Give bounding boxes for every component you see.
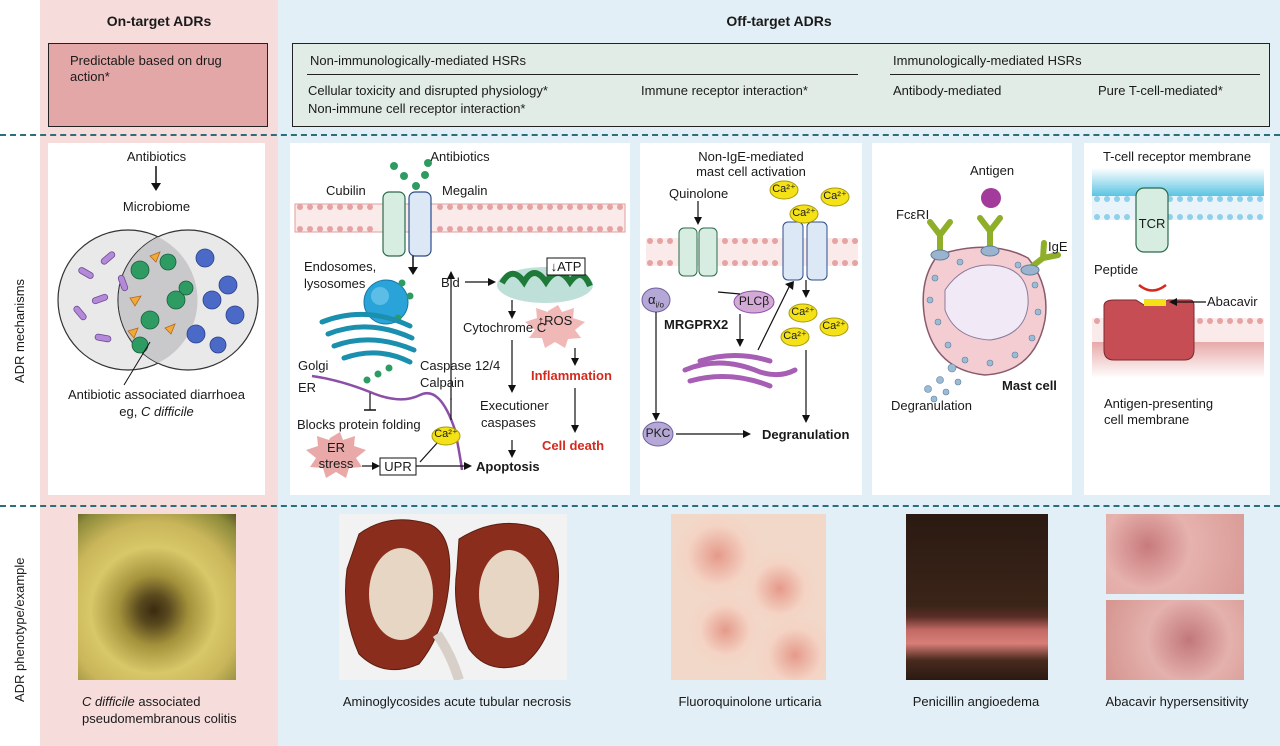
t-cell-mediated: Pure T-cell-mediated* [1098,83,1223,98]
kidneys-drawing [345,519,560,680]
p5-abacavir: Abacavir [1207,294,1258,309]
p3-alpha-symbol: α [648,292,656,307]
immuno-rule [890,74,1260,75]
p3-ca-6: Ca²⁺ [783,330,807,342]
caption-colitis-rest: associated [134,694,201,709]
caption-colitis-line2: pseudomembranous colitis [82,710,237,726]
p3-alpha-sub: i/o [655,300,664,310]
caption-hypersensitivity: Abacavir hypersensitivity [1105,694,1249,709]
p4-mast-cell: Mast cell [1002,378,1057,393]
photo-hypersensitivity-bottom [1106,600,1244,680]
p1-caption-line2: eg, C difficile [48,404,265,420]
immune-receptor: Immune receptor interaction* [641,83,808,98]
p2-ca: Ca²⁺ [434,428,458,440]
p3-mrgprx2: MRGPRX2 [664,317,729,332]
photo-angioedema [906,514,1048,680]
separator-bottom [0,505,1280,507]
p2-cubilin: Cubilin [326,183,366,198]
p2-lysosomes: lysosomes [304,276,366,291]
p2-er: ER [298,380,317,395]
p3-plcb: PLCβ [738,294,770,308]
p3-title-1: Non-IgE-mediated [698,149,804,164]
on-target-box-text: Predictable based on drug action* [70,53,222,85]
p3-degranulation: Degranulation [762,427,850,442]
separator-top [0,134,1280,136]
caption-urticaria: Fluoroquinolone urticaria [678,694,822,709]
p3-quinolone: Quinolone [669,186,729,201]
p2-megalin: Megalin [442,183,488,198]
on-target-header: On-target ADRs [106,13,212,29]
off-target-header: Off-target ADRs [726,13,832,29]
caption-colitis: C difficile associated pseudomembranous … [48,694,265,728]
caption-angioedema: Penicillin angioedema [912,694,1040,709]
p4-antigen: Antigen [969,163,1015,178]
p2-caspases: caspases [481,415,536,430]
p4-degranulation: Degranulation [891,398,972,413]
p3-ca-2: Ca²⁺ [823,190,847,202]
antibody-mediated: Antibody-mediated [893,83,1002,98]
p2-er-stress-1: ER [326,440,346,455]
p5-tcr: TCR [1138,216,1166,231]
photo-kidneys [339,514,567,680]
p5-apc-1: Antigen-presenting [1104,396,1214,411]
p3-title-2: mast cell activation [696,164,806,179]
p3-pkc: PKC [645,426,671,440]
caption-kidneys: Aminoglycosides acute tubular necrosis [342,694,572,709]
p3-ca-4: Ca²⁺ [791,306,815,318]
p2-apoptosis: Apoptosis [476,459,540,474]
p3-ca-5: Ca²⁺ [822,320,846,332]
immuno-title: Immunologically-mediated HSRs [893,53,1082,68]
photo-urticaria [671,514,826,680]
p2-golgi: Golgi [298,358,329,373]
photo-colitis [78,514,236,680]
non-immune-receptor: Non-immune cell receptor interaction* [308,101,526,116]
p2-atp: ↓ATP [550,259,582,274]
photo-hypersensitivity-top [1106,514,1244,594]
p2-executioner: Executioner [480,398,549,413]
p1-microbiome: Microbiome [122,199,191,214]
p2-cytochrome: Cytochrome C [463,320,547,335]
left-rule [0,0,40,746]
p2-antibiotics: Antibiotics [430,149,490,164]
p2-ros: ↑ROS [537,313,573,328]
p2-upr: UPR [384,459,412,474]
p4-fceri: FcεRI [896,207,930,222]
p2-inflammation: Inflammation [531,368,612,383]
p2-caspase: Caspase 12/4 [420,358,501,373]
p3-alpha: αi/o [648,292,664,311]
p1-caption-prefix: eg, [119,404,141,419]
p3-ca-3: Ca²⁺ [792,207,816,219]
p2-bid: Bid [441,275,460,290]
p1-caption-line1: Antibiotic associated diarrhoea [67,387,246,402]
p4-ige: IgE [1048,239,1068,254]
off-target-box [292,43,1270,127]
cellular-toxicity: Cellular toxicity and disrupted physiolo… [308,83,548,98]
p5-tcr-membrane: T-cell receptor membrane [1102,149,1252,164]
p2-calpain: Calpain [420,375,465,390]
p5-apc-2: cell membrane [1104,412,1190,427]
p2-cell-death: Cell death [542,438,605,453]
p1-antibiotics: Antibiotics [126,149,187,164]
p1-caption-italic: C difficile [140,404,194,419]
p2-er-stress-2: stress [318,456,354,471]
non-immuno-rule [307,74,858,75]
p3-ca-1: Ca²⁺ [772,183,796,195]
p2-endosomes: Endosomes, [304,259,377,274]
p2-blocks: Blocks protein folding [297,417,421,432]
p5-peptide: Peptide [1094,262,1139,277]
non-immuno-title: Non-immunologically-mediated HSRs [310,53,527,68]
on-target-box [48,43,268,127]
caption-colitis-italic: C difficile [82,694,135,709]
